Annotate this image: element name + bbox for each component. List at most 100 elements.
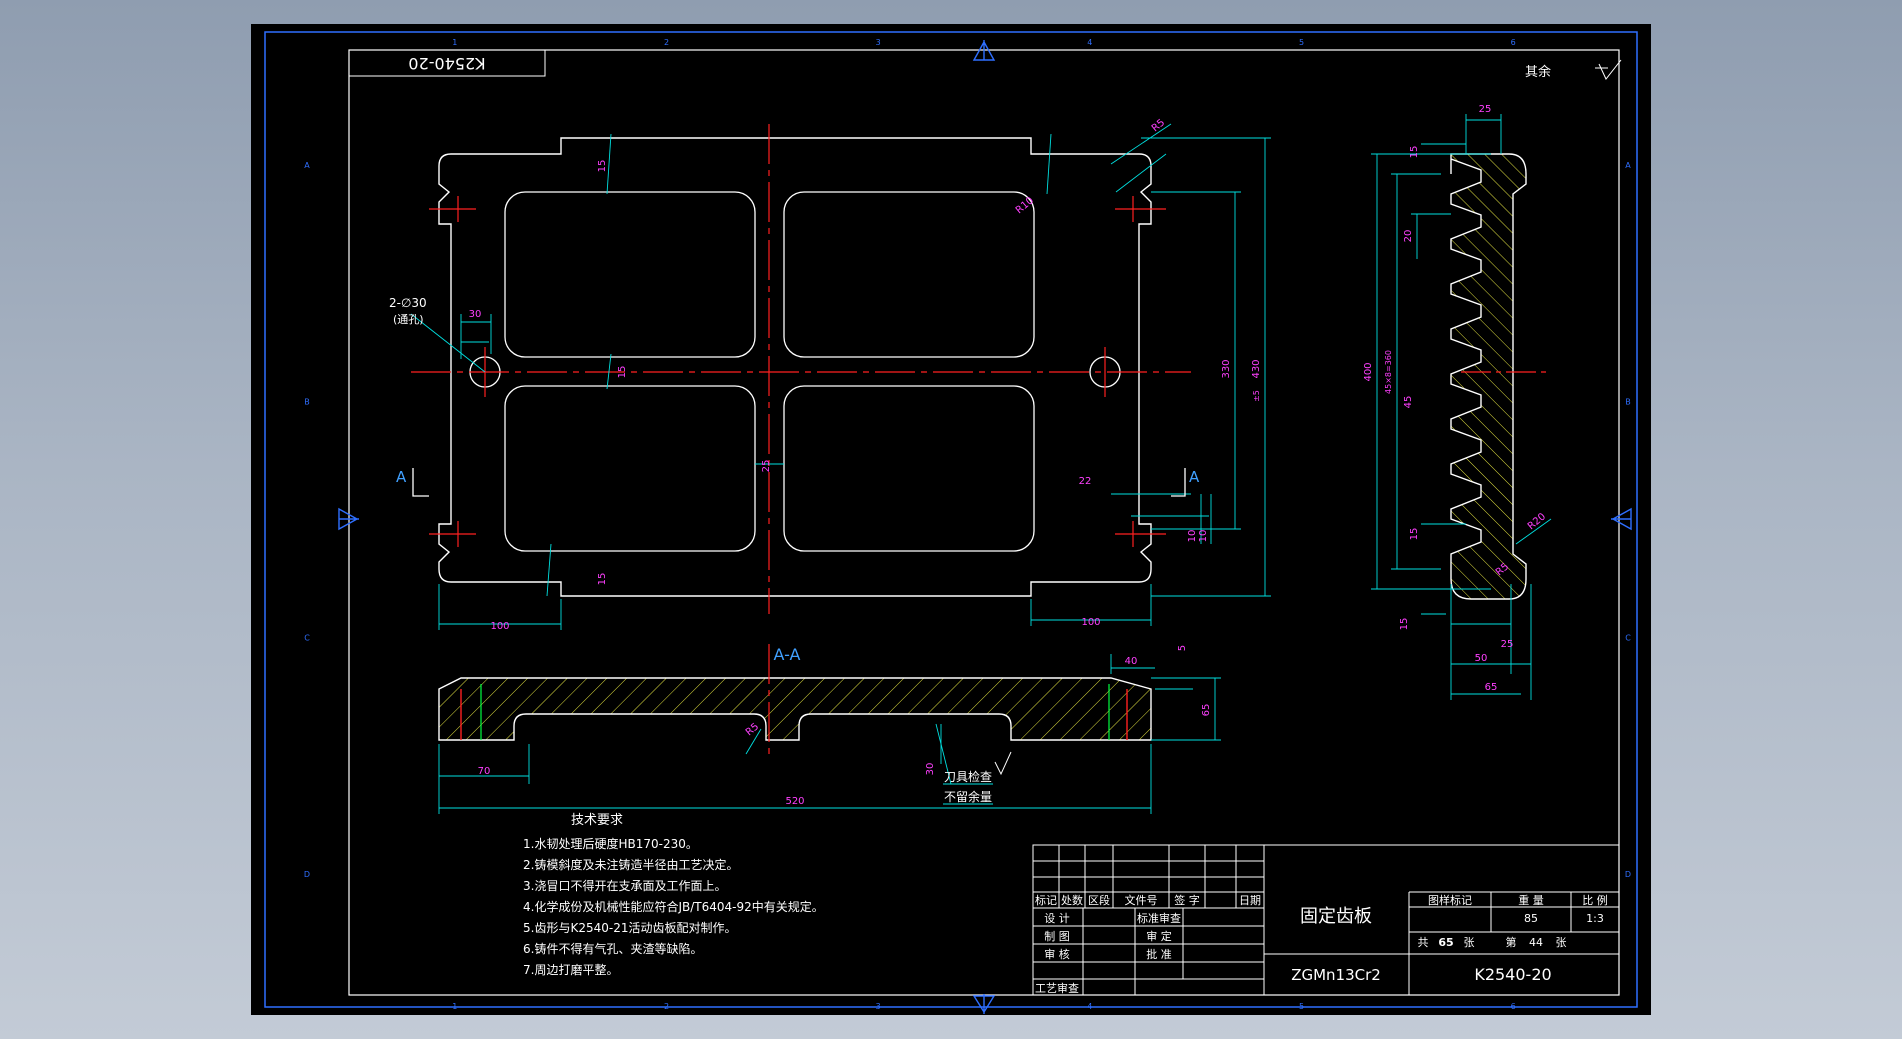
- roughness-icon-section: [994, 751, 1012, 776]
- rev-header-docno: 文件号: [1125, 893, 1158, 907]
- tech-requirement-item: 2.铸模斜度及未注铸造半径由工艺决定。: [523, 857, 738, 872]
- drawing-number: K2540-20: [1474, 965, 1551, 984]
- border-letter-left-C: C: [304, 634, 310, 643]
- dim-tooth-depth: 20: [1403, 230, 1414, 243]
- dim-gap-center: 25: [761, 460, 772, 473]
- hole-note: 2-∅30: [389, 296, 427, 310]
- scale-value: 1:3: [1586, 912, 1604, 925]
- border-number-bottom-5: 5: [1299, 1002, 1304, 1011]
- tool-check-note: 刀具检查: [944, 769, 992, 784]
- rev-header-sign: 签 字: [1174, 893, 1200, 907]
- border-letter-left-D: D: [304, 870, 310, 879]
- roughness-note: 其余: [1525, 64, 1551, 80]
- role-drafting: 制 图: [1044, 930, 1070, 943]
- window-top-right: [783, 191, 1035, 358]
- tech-requirement-item: 1.水韧处理后硬度HB170-230。: [523, 836, 698, 851]
- dim-notch-small: 10: [1198, 530, 1209, 543]
- border-letter-right-C: C: [1625, 634, 1631, 643]
- role-authorize: 批 准: [1146, 947, 1172, 961]
- tech-requirement-item: 6.铸件不得有气孔、夹渣等缺陷。: [523, 941, 702, 956]
- dim-rib-top: 15: [597, 160, 608, 173]
- section-label: A-A: [774, 645, 801, 664]
- dim-radius-top: R5: [1150, 117, 1167, 134]
- dim-tooth-top: 25: [1479, 104, 1492, 115]
- dim-left-end: 70: [478, 766, 491, 777]
- col-header-pattern: 图样标记: [1428, 893, 1472, 907]
- rev-header-count: 处数: [1061, 894, 1083, 907]
- dim-section-radius: R5: [744, 721, 761, 738]
- tech-requirement-item: 7.周边打磨平整。: [523, 962, 618, 977]
- dim-rib-bottom: 15: [597, 573, 608, 586]
- tech-requirement-item: 5.齿形与K2540-21活动齿板配对制作。: [523, 921, 736, 935]
- front-centerlines: [411, 124, 1191, 614]
- border-number-top-2: 2: [664, 38, 669, 47]
- sheet-no: 44: [1529, 936, 1543, 949]
- dim-radius-inner: R10: [1014, 195, 1036, 216]
- border-letter-left-B: B: [304, 397, 310, 406]
- role-design: 设 计: [1044, 912, 1070, 925]
- role-approve: 审 定: [1146, 929, 1172, 943]
- border-letter-left-A: A: [304, 161, 310, 170]
- part-name: 固定齿板: [1300, 906, 1372, 927]
- side-dimension-lines: [1371, 114, 1552, 700]
- col-header-scale: 比 例: [1582, 893, 1608, 907]
- front-view: 100 100 330 430 ±5 30 25 15 15 15 R5 R10…: [389, 117, 1271, 632]
- dim-edge-top: 15: [1409, 146, 1420, 159]
- dim-right-bottom: 100: [1081, 617, 1100, 628]
- border-number-top-5: 5: [1299, 38, 1304, 47]
- border-number-top-3: 3: [876, 38, 881, 47]
- title-block: 标记 处数 区段 文件号 签 字 日期 设 计 制 图 审 核 工艺审查 标准审…: [1032, 844, 1620, 996]
- dim-width-mid: 50: [1475, 653, 1488, 664]
- side-view: 25 400 45×8=360 45 20 15 15 15 65 50 25 …: [1363, 104, 1552, 700]
- window-top-left: [504, 191, 756, 358]
- dim-left-bottom: 100: [490, 621, 509, 632]
- outer-frame: [264, 31, 1638, 1008]
- rev-header-zone: 区段: [1088, 893, 1110, 907]
- front-dimension-lines: [410, 123, 1271, 630]
- centering-marks: [338, 40, 1632, 1014]
- dim-thickness-small: 5: [1177, 645, 1188, 651]
- dim-side-total: 400: [1363, 362, 1374, 381]
- sheets-total: 65: [1438, 936, 1453, 949]
- border-letter-right-B: B: [1625, 397, 1631, 406]
- mirrored-drawing-number: K2540-20: [408, 54, 485, 73]
- border-letter-right-A: A: [1625, 161, 1631, 170]
- border-number-top-4: 4: [1087, 38, 1092, 47]
- no-allowance-note: 不留余量: [944, 789, 992, 804]
- dim-height-outer: 430: [1251, 359, 1262, 378]
- tech-requirement-item: 4.化学成份及机械性能应符合JB/T6404-92中有关规定。: [523, 899, 824, 914]
- tooth-profile: [1450, 153, 1527, 600]
- section-mark-right: [1171, 468, 1186, 497]
- dim-notch-width: 22: [1079, 476, 1092, 487]
- weight-value: 85: [1524, 912, 1538, 925]
- dim-side-base: 15: [1399, 618, 1410, 631]
- section-view: A-A 520 70 40 65 5 30 R5 刀具检查 不留余量: [438, 644, 1221, 814]
- sheet-no-label: 第: [1506, 935, 1517, 949]
- roughness-icon: [1595, 59, 1622, 80]
- border-number-bottom-2: 2: [664, 1002, 669, 1011]
- role-process-review: 工艺审查: [1035, 981, 1079, 995]
- section-dimension-lines: [438, 654, 1221, 814]
- dim-section-height: 65: [1201, 704, 1212, 717]
- border-number-bottom-6: 6: [1511, 1002, 1516, 1011]
- dim-height-outer-tol: ±5: [1252, 390, 1261, 402]
- dim-groove: 30: [925, 763, 936, 776]
- sheets-total-label: 共: [1418, 936, 1429, 949]
- rev-header-mark: 标记: [1035, 893, 1057, 907]
- role-standard-review: 标准审查: [1137, 911, 1181, 925]
- section-mark-left: [412, 468, 429, 497]
- dim-top-right: 40: [1125, 656, 1138, 667]
- plate-outline: [438, 137, 1152, 597]
- section-outline: [438, 677, 1152, 741]
- col-header-weight: 重 量: [1518, 893, 1544, 907]
- dim-rib-mid: 15: [617, 366, 628, 379]
- sheet-no-unit: 张: [1556, 936, 1567, 949]
- sheet-unit: 张: [1464, 936, 1475, 949]
- tech-requirements: 技术要求 1.水韧处理后硬度HB170-230。2.铸模斜度及未注铸造半径由工艺…: [523, 813, 824, 977]
- dim-notch-depth: 10: [1187, 530, 1198, 543]
- dim-width-total: 65: [1485, 682, 1498, 693]
- border-number-bottom-4: 4: [1087, 1002, 1092, 1011]
